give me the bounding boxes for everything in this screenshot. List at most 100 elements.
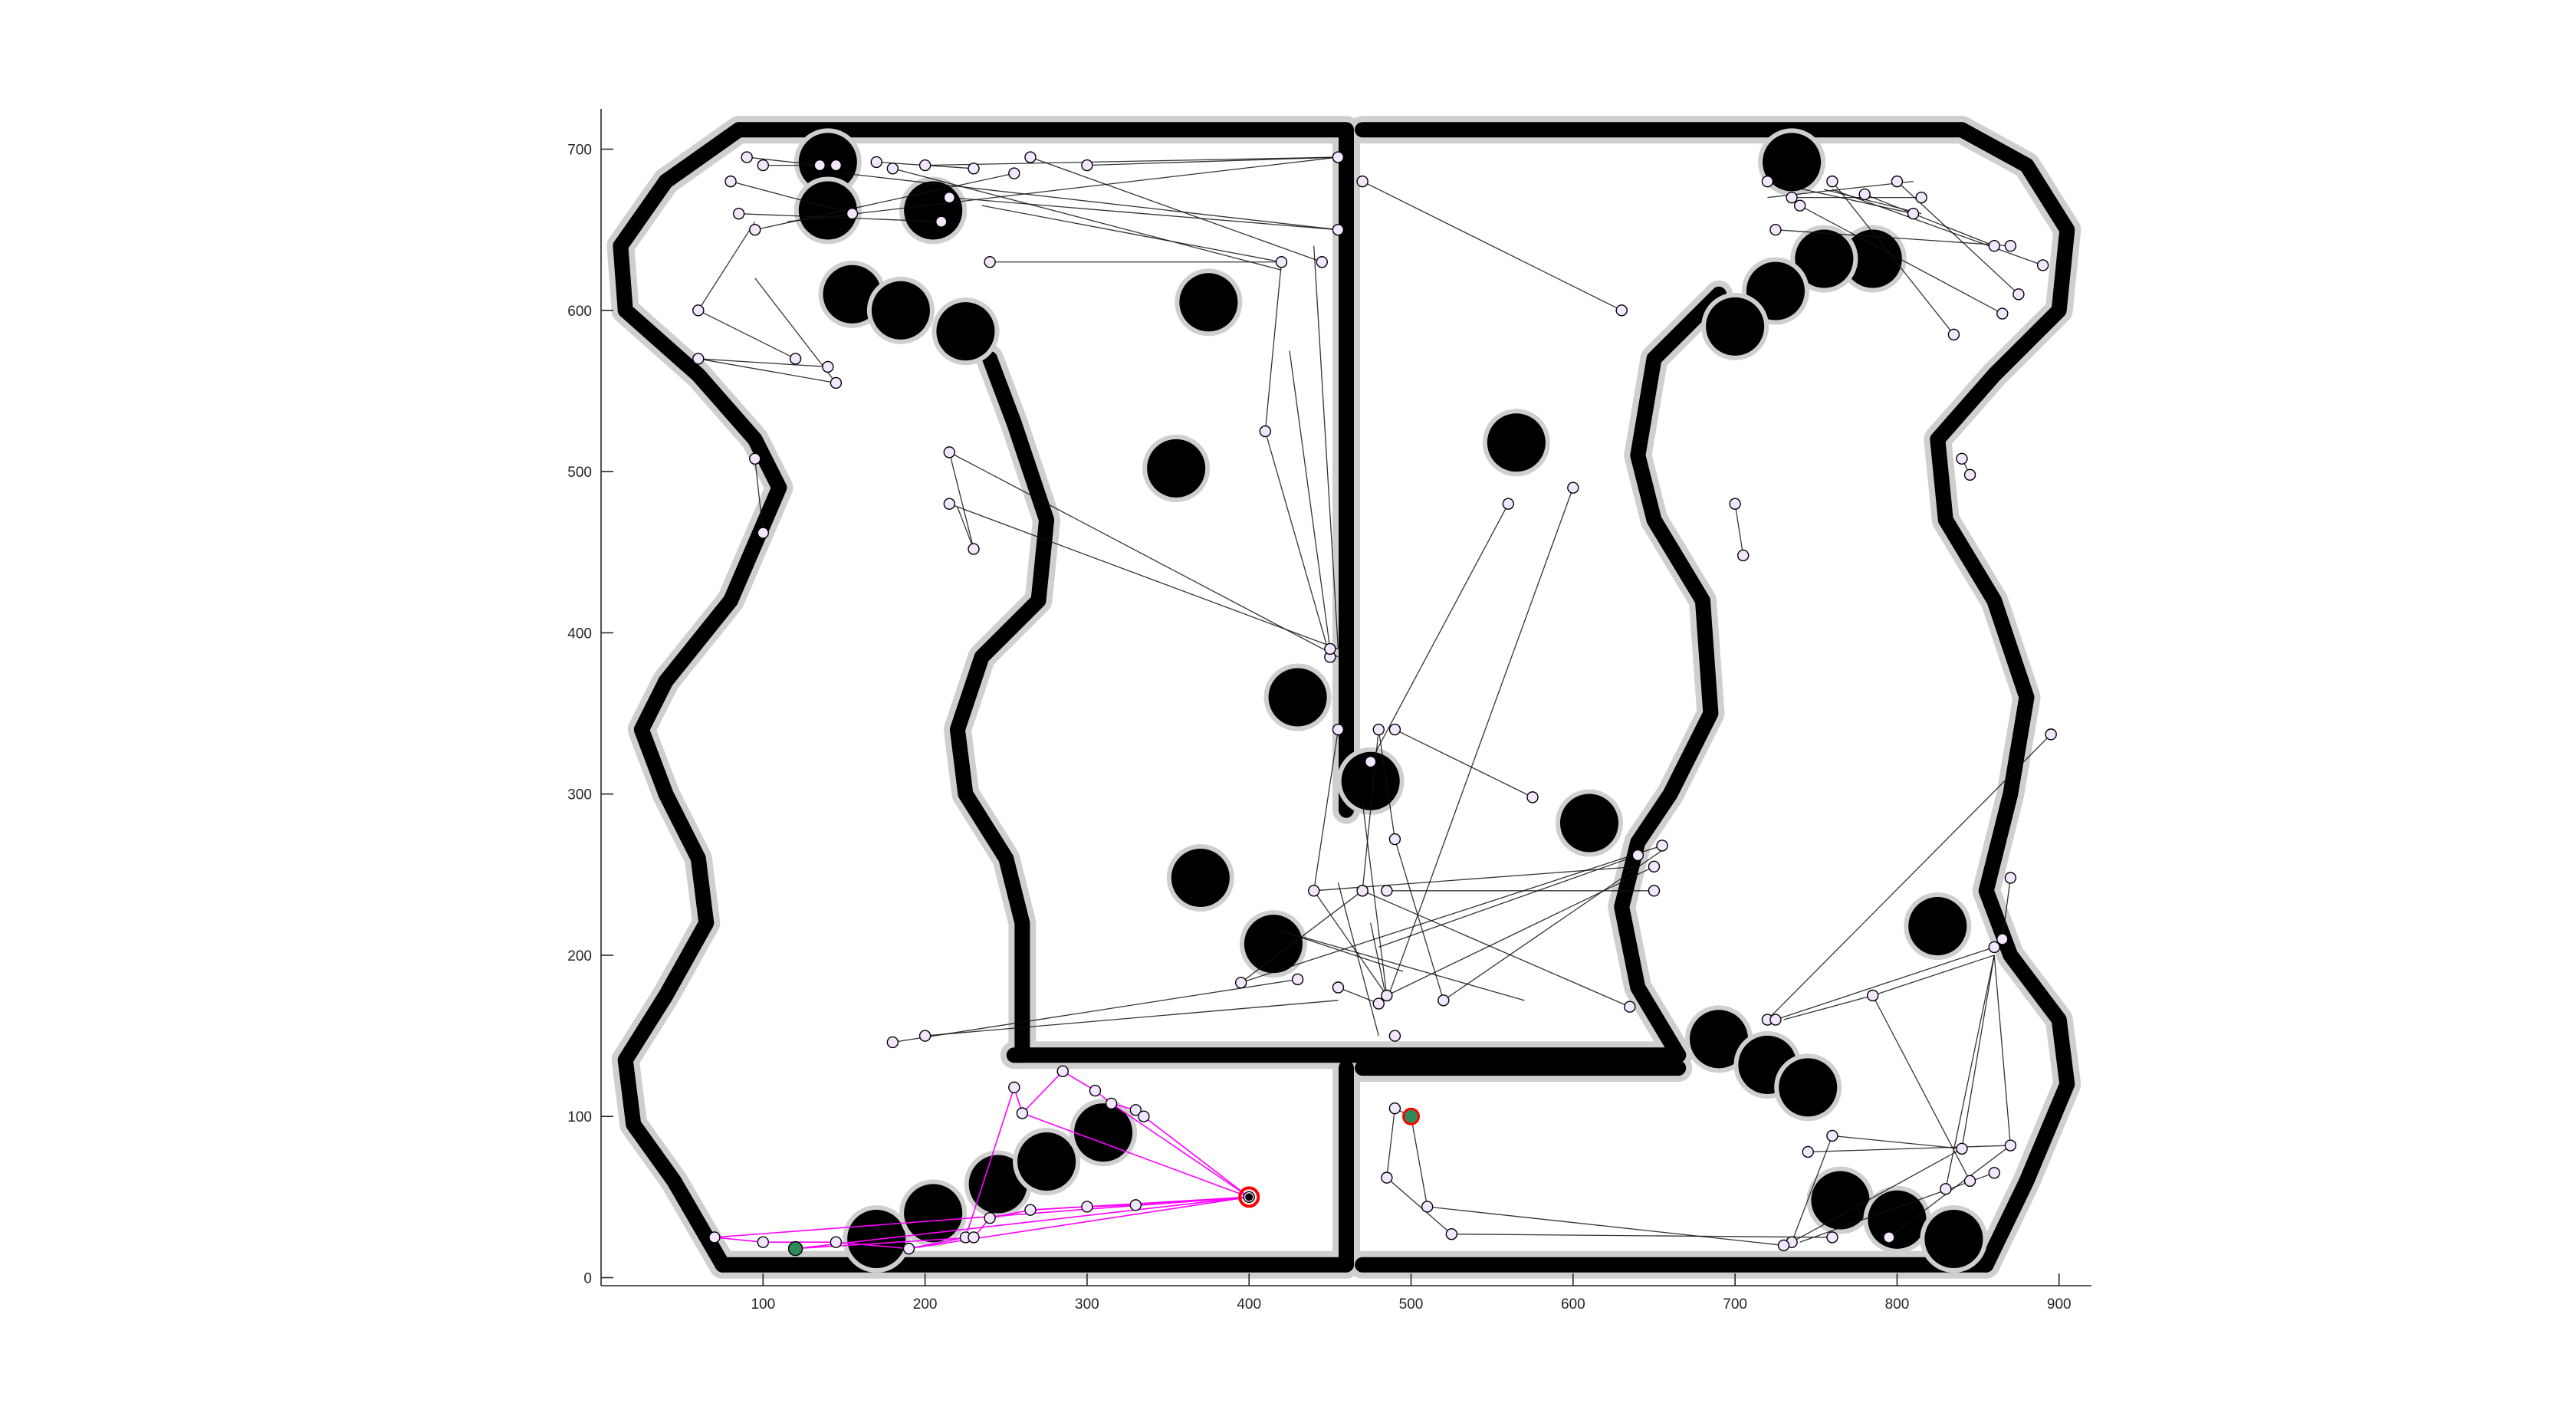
roadmap-node — [1332, 224, 1345, 236]
roadmap-edge — [925, 1000, 1339, 1037]
roadmap-node — [2004, 872, 2017, 884]
roadmap-edge — [1832, 189, 2043, 266]
roadmap-edge — [1872, 955, 1995, 997]
goal-marker-core — [1245, 1193, 1254, 1201]
roadmap-edge — [1264, 431, 1331, 658]
roadmap-node — [935, 215, 948, 228]
roadmap-node — [1996, 933, 2009, 945]
roadmap-edge — [1427, 1206, 1784, 1247]
roadmap-edge — [1338, 987, 1379, 1004]
roadmap-edge — [1313, 866, 1638, 892]
obstacle — [1689, 1010, 1749, 1069]
roadmap-node — [968, 163, 980, 175]
markers-layer — [787, 1107, 1421, 1257]
obstacle — [1924, 1209, 1983, 1269]
roadmap-node — [1016, 1107, 1029, 1119]
roadmap-node — [1826, 1129, 1838, 1142]
roadmap-node — [1129, 1199, 1142, 1211]
roadmap-edge — [1832, 1135, 1963, 1149]
roadmap-node — [918, 1030, 932, 1042]
roadmap-node — [1907, 207, 1920, 220]
roadmap-edge — [1289, 350, 1331, 649]
roadmap-edge — [1337, 882, 1379, 1037]
roadmap-node — [1445, 1228, 1458, 1240]
roadmap-node — [1388, 833, 1401, 846]
top-wall — [731, 122, 1354, 818]
roadmap-node — [1526, 791, 1539, 803]
roadmap-node — [741, 151, 753, 163]
obstacle — [1843, 229, 1902, 288]
obstacle — [871, 281, 930, 340]
roadmap-node — [2004, 240, 2017, 252]
roadmap-node — [1729, 498, 1741, 510]
right-inner-wave — [1614, 286, 1727, 1063]
roadmap-node — [984, 256, 996, 268]
highlight-edge — [795, 1237, 974, 1250]
highlight-edge — [964, 1087, 1015, 1238]
obstacle — [1244, 915, 1303, 974]
left-inner-wave — [949, 350, 1055, 1063]
roadmap-node — [1388, 1102, 1401, 1115]
y-tick-label: 300 — [567, 787, 592, 803]
roadmap-edge — [1451, 1234, 1832, 1238]
x-tick-label: 500 — [1399, 1296, 1424, 1313]
obstacle — [798, 133, 857, 192]
y-tick-label: 200 — [567, 948, 592, 964]
roadmap-edge — [754, 458, 764, 534]
roadmap-edge — [949, 503, 1339, 650]
roadmap-edge — [1386, 1108, 1396, 1178]
roadmap-edge — [1030, 156, 1322, 263]
obstacle — [904, 181, 963, 240]
start-marker — [787, 1240, 803, 1257]
roadmap-edge — [1386, 487, 1574, 1001]
walls-layer — [613, 122, 2075, 1273]
roadmap-edge — [1362, 802, 1388, 996]
roadmap-edge — [981, 205, 1282, 263]
obstacle — [798, 181, 857, 240]
roadmap-edge — [1443, 849, 1663, 1001]
obstacle — [823, 264, 882, 324]
roadmap-edge — [698, 358, 828, 368]
roadmap-edge — [698, 221, 756, 311]
roadmap-edge — [1864, 193, 1995, 247]
roadmap-edge — [1394, 839, 1444, 1001]
roadmap-node — [1656, 840, 1668, 852]
roadmap-edge — [1410, 1116, 1428, 1208]
roadmap-node — [1356, 885, 1368, 897]
roadmap-node — [1769, 224, 1782, 236]
highlight-edge — [1143, 1116, 1250, 1198]
x-tick-label: 100 — [751, 1296, 775, 1313]
obstacle — [1487, 413, 1546, 472]
roadmap-node — [1615, 304, 1628, 317]
roadmap-edge — [1362, 729, 1379, 891]
roadmap-node — [1631, 849, 1644, 862]
roadmap-node — [813, 159, 826, 172]
roadmap-node — [1793, 199, 1806, 212]
roadmap-nodes-layer — [692, 151, 2057, 1255]
highlight-edge — [714, 1237, 764, 1244]
x-tick-label: 300 — [1075, 1296, 1099, 1313]
y-tick-label: 600 — [567, 304, 592, 320]
roadmap-edge — [1378, 854, 1638, 948]
roadmap-edge — [1799, 205, 2003, 314]
y-tick-label: 0 — [583, 1270, 592, 1286]
roadmap-node — [1234, 976, 1247, 989]
roadmap-node — [1761, 175, 1774, 188]
bottom-wall-left — [715, 1060, 1354, 1273]
highlight-edge — [1062, 1070, 1096, 1092]
roadmap-node — [1502, 498, 1515, 510]
left-outer-wave — [613, 122, 787, 1273]
obstacle — [1179, 273, 1238, 332]
roadmap-edge — [1281, 930, 1525, 1001]
roadmap-node — [2013, 288, 2025, 301]
roadmap-edge — [1872, 995, 1971, 1181]
obstacle — [1341, 751, 1400, 810]
roadmap-edge — [1783, 994, 1873, 1020]
roadmap-edge — [1824, 189, 1922, 215]
roadmap-node — [1826, 175, 1838, 188]
roadmap-node — [1956, 452, 1968, 465]
obstacle — [1074, 1103, 1133, 1162]
roadmap-edge — [1362, 181, 1622, 311]
roadmap-node — [968, 543, 980, 555]
